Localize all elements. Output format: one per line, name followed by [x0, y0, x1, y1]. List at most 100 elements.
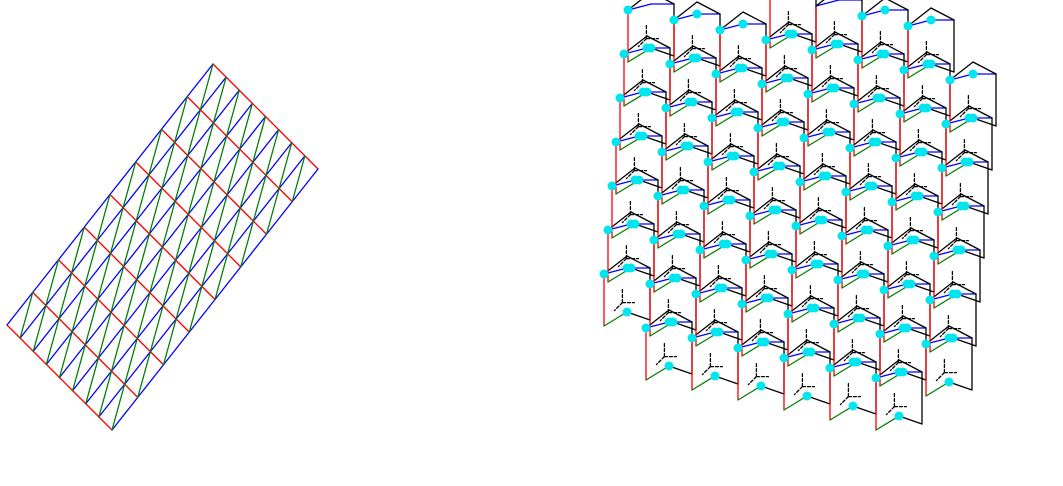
node-dot — [739, 64, 748, 73]
lattice-edge-green — [188, 169, 201, 215]
node-dot — [669, 318, 678, 327]
lattice-edge-green — [189, 286, 202, 332]
node-dot — [693, 10, 702, 19]
node-dot — [930, 252, 939, 261]
lattice-edge-red — [72, 273, 85, 286]
lattice-edge-red — [46, 364, 59, 377]
node-dot — [808, 46, 817, 55]
lattice-edge-red — [176, 260, 189, 273]
node-dot — [612, 138, 621, 147]
lattice-edge-red — [228, 254, 241, 267]
node-dot — [654, 192, 663, 201]
node-dot — [734, 344, 743, 353]
node-dot — [693, 54, 702, 63]
lattice-edge-red — [188, 156, 201, 169]
lattice-edge-red — [175, 201, 188, 214]
lattice-edge-green — [149, 188, 162, 234]
node-dot — [658, 148, 667, 157]
lattice-edge-green — [112, 325, 125, 371]
node-dot — [900, 66, 909, 75]
node-dot — [861, 270, 870, 279]
lattice-edge-red — [7, 325, 20, 338]
node-dot — [961, 202, 970, 211]
node-dot — [631, 220, 640, 229]
cube — [628, 0, 674, 62]
lattice-edge-green — [33, 306, 46, 352]
lattice-edge-red — [240, 208, 253, 221]
lattice-edge-red — [213, 64, 226, 77]
node-dot — [769, 250, 778, 259]
node-dot — [716, 26, 725, 35]
lattice-edge-green — [98, 253, 111, 299]
node-dot — [642, 324, 651, 333]
lattice-edge-red — [305, 156, 318, 169]
lattice-edge-red — [99, 417, 112, 430]
lattice-edge-green — [85, 240, 98, 286]
node-dot — [600, 270, 609, 279]
lattice-edge-red — [136, 162, 149, 175]
triangular-lattice — [7, 64, 318, 430]
node-dot — [692, 290, 701, 299]
node-dot — [715, 328, 724, 337]
cube-edge-hidden — [656, 357, 664, 365]
node-dot — [777, 162, 786, 171]
lattice-edge-green — [60, 332, 73, 378]
lattice-edge-red — [85, 345, 98, 358]
lattice-edge-red — [46, 306, 59, 319]
node-dot — [969, 114, 978, 123]
node-dot — [731, 152, 740, 161]
lattice-edge-green — [97, 195, 110, 241]
node-dot — [643, 88, 652, 97]
node-dot — [880, 286, 889, 295]
node-dot — [815, 260, 824, 269]
lattice-edge-green — [73, 345, 86, 391]
node-dot — [650, 236, 659, 245]
node-dot — [773, 206, 782, 215]
node-dot — [681, 186, 690, 195]
lattice-edge-green — [214, 77, 227, 123]
node-dot — [881, 6, 890, 15]
node-dot — [957, 246, 966, 255]
node-dot — [704, 158, 713, 167]
node-dot — [835, 40, 844, 49]
node-dot — [892, 154, 901, 163]
lattice-edge-red — [266, 175, 279, 188]
node-dot — [873, 138, 882, 147]
node-dot — [927, 16, 936, 25]
node-dot — [785, 74, 794, 83]
lattice-edge-green — [266, 130, 279, 176]
node-dot — [945, 378, 954, 387]
lattice-edge-green — [279, 143, 292, 189]
lattice-edge-red — [98, 358, 111, 371]
lattice-edge-green — [72, 227, 85, 273]
lattice-edge-red — [201, 169, 214, 182]
node-dot — [647, 44, 656, 53]
node-dot — [896, 110, 905, 119]
lattice-edge-red — [150, 352, 163, 365]
lattice-edge-red — [201, 228, 214, 241]
lattice-edge-green — [240, 162, 253, 208]
lattice-edge-green — [86, 358, 99, 404]
lattice-edge-red — [252, 103, 265, 116]
node-dot — [711, 372, 720, 381]
node-dot — [853, 358, 862, 367]
lattice-edge-green — [124, 280, 137, 326]
lattice-edge-red — [86, 404, 99, 417]
lattice-edge-red — [227, 136, 240, 149]
lattice-edge-red — [175, 142, 188, 155]
node-dot — [765, 294, 774, 303]
lattice-edge-green — [149, 129, 162, 175]
lattice-edge-red — [163, 247, 176, 260]
lattice-edge-green — [215, 195, 228, 241]
lattice-edge-red — [136, 221, 149, 234]
node-dot — [662, 104, 671, 113]
node-dot — [746, 212, 755, 221]
lattice-edge-green — [138, 352, 151, 398]
node-dot — [666, 60, 675, 69]
lattice-edge-green — [188, 110, 201, 156]
node-dot — [965, 158, 974, 167]
node-dot — [757, 382, 766, 391]
lattice-edge-red — [215, 241, 228, 254]
node-dot — [604, 226, 613, 235]
cube-edge-hidden — [794, 387, 802, 395]
